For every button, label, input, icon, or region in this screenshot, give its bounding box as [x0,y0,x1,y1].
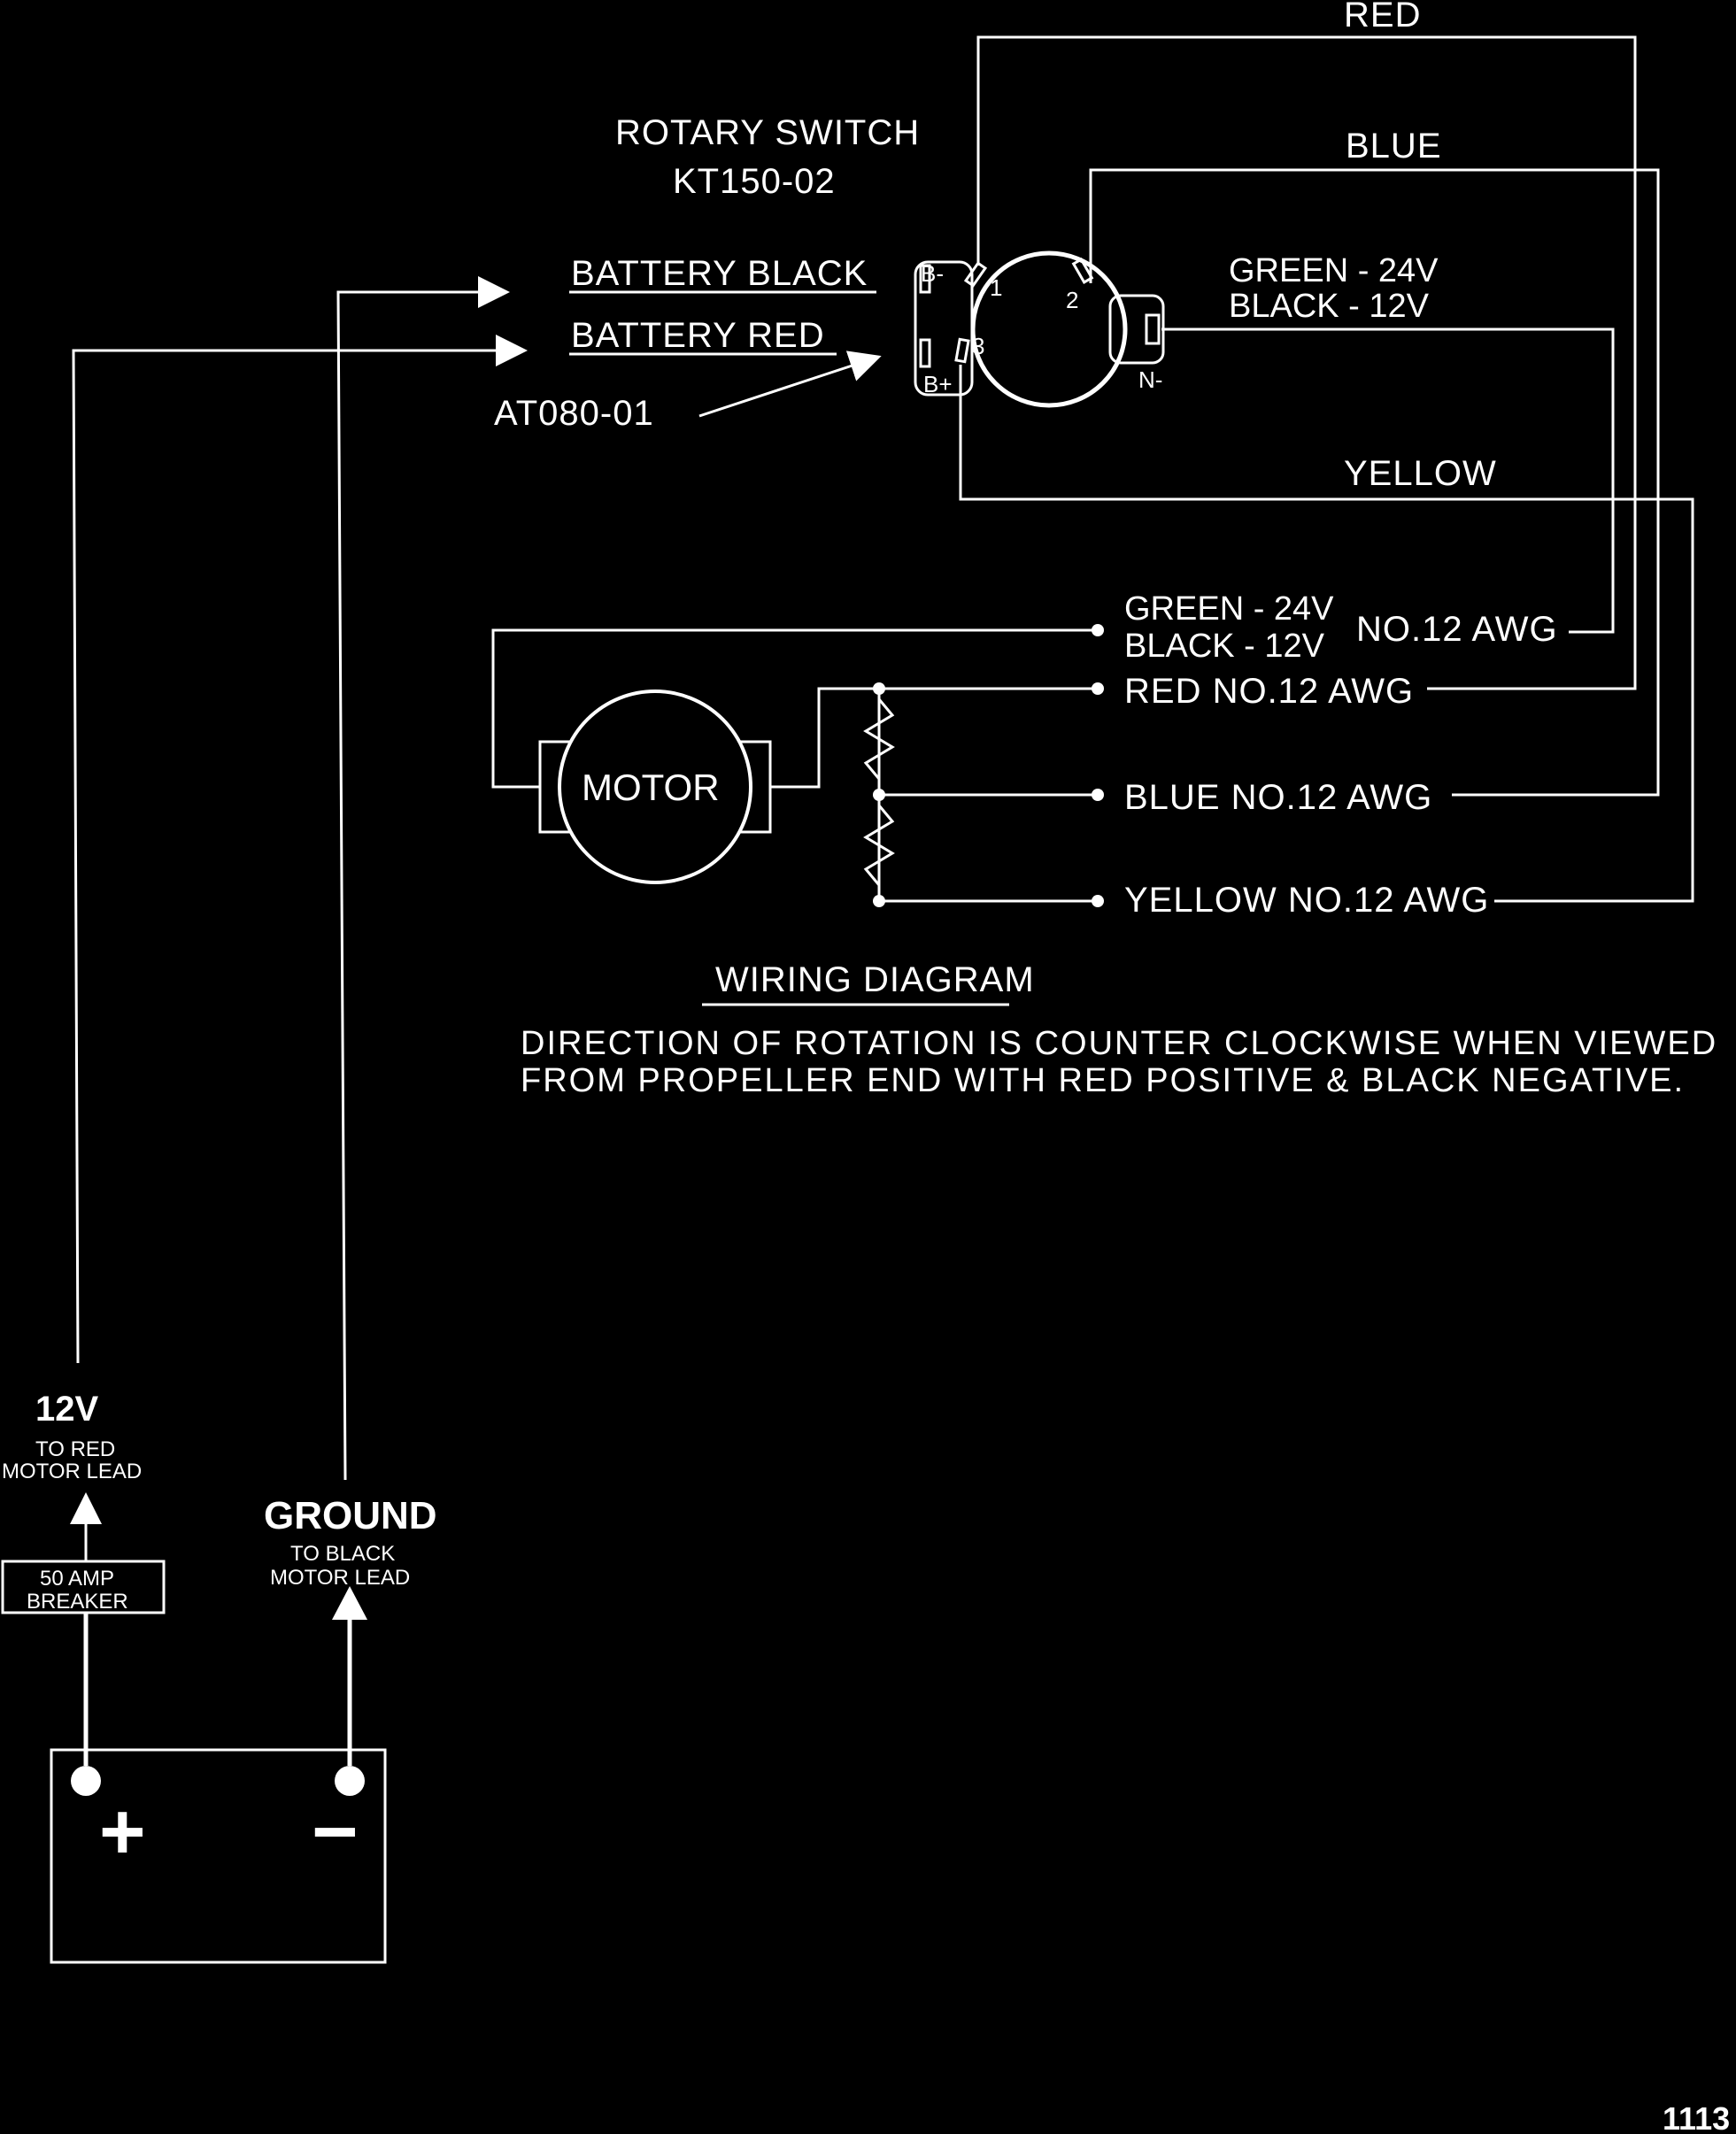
wire-label-green-24v: GREEN - 24V [1229,252,1439,289]
motor [538,690,772,884]
rotary-switch [914,250,1165,408]
switch-pin-1: 1 [990,274,1002,301]
motor-lead-terminals [873,624,1104,907]
wire-label-red: RED [1344,0,1421,35]
switch-terminal-b-pos: B+ [923,371,953,397]
power-12v-sub1: TO RED [35,1437,115,1461]
motor-label: MOTOR [582,767,720,808]
switch-terminal-n-neg: N- [1138,366,1162,393]
switch-title-line2: KT150-02 [673,162,836,201]
power-ground-sub2: MOTOR LEAD [270,1566,410,1590]
wire-label-yellow: YELLOW [1344,454,1497,493]
motor-lead-red-label: RED NO.12 AWG [1124,672,1414,711]
breaker-label-line2: BREAKER [27,1590,128,1614]
battery-plus-sign: + [99,1788,146,1876]
ground-arrow-head [332,1586,367,1620]
switch-terminal-b-neg: B- [921,260,944,287]
power-feed-lines [72,276,528,1481]
breaker-box [1,1560,166,1614]
switch-title-line1: ROTARY SWITCH [615,113,920,152]
wire-label-blue: BLUE [1346,127,1442,166]
wire-label-black-12v: BLACK - 12V [1229,288,1430,325]
caption-title: WIRING DIAGRAM [715,960,1035,999]
power-ground-label: GROUND [264,1494,437,1537]
motor-lead-yellow-label: YELLOW NO.12 AWG [1124,881,1489,920]
motor-lead-blue-label: BLUE NO.12 AWG [1124,778,1432,817]
switch-pin-3: 3 [972,333,984,359]
switch-pin-2: 2 [1066,287,1078,313]
motor-lead-green-label: GREEN - 24V [1124,590,1334,628]
power-ground-sub1: TO BLACK [290,1542,395,1566]
breaker-label-line1: 50 AMP [40,1567,114,1591]
motor-lead-black-awg: NO.12 AWG [1356,610,1558,649]
caption-line2: FROM PROPELLER END WITH RED POSITIVE & B… [521,1062,1685,1099]
figure-number: 1113 [1663,2100,1730,2134]
power-12v-sub2: MOTOR LEAD [2,1460,142,1483]
motor-lead-black-label: BLACK - 12V [1124,628,1325,665]
battery [50,1748,387,1964]
battery-minus-sign: − [312,1788,359,1876]
battery-black-lead-label: BATTERY BLACK [571,254,868,293]
battery-red-lead-label: BATTERY RED [571,316,825,355]
power-12v-label: 12V [35,1390,98,1429]
switch-part-number: AT080-01 [494,394,654,433]
caption-line1: DIRECTION OF ROTATION IS COUNTER CLOCKWI… [521,1025,1717,1062]
switch-wiring [959,35,1694,903]
